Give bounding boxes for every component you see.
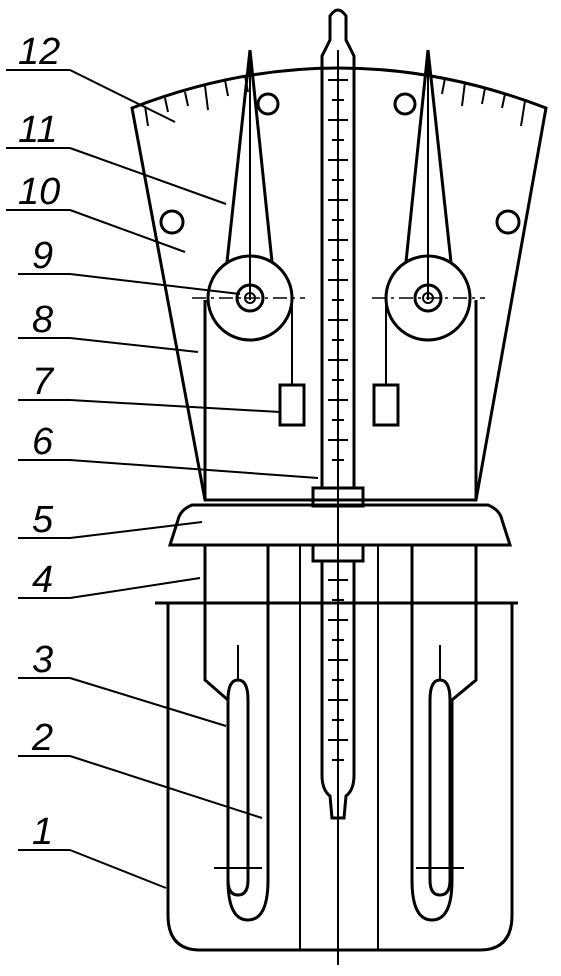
callout-label: 2 (31, 717, 53, 759)
callout-label: 5 (32, 499, 54, 541)
callout-10: 10 (6, 171, 186, 253)
callout-label: 10 (18, 171, 60, 213)
support-plate (203, 300, 478, 500)
mounting-hole-right (495, 209, 521, 235)
callout-label: 9 (32, 235, 53, 277)
callout-3: 3 (18, 639, 227, 727)
callout-label: 6 (32, 421, 54, 463)
beaker (155, 545, 518, 952)
scale-sector-plate (130, 66, 548, 502)
callout-label: 11 (18, 109, 57, 151)
thermometer (311, 8, 365, 965)
callout-label: 3 (32, 639, 53, 681)
thermometer-scale-upper (328, 79, 348, 461)
counterweight-left (278, 383, 306, 427)
callout-4: 4 (18, 559, 201, 601)
callout-6: 6 (18, 421, 319, 479)
callout-9: 9 (18, 235, 241, 295)
callout-7: 7 (18, 361, 281, 413)
callout-11: 11 (6, 109, 227, 205)
callout-label: 7 (32, 361, 55, 403)
specimen-left (214, 645, 262, 897)
sample-holder-left (203, 545, 270, 922)
callout-1: 1 (18, 811, 167, 889)
pulley-left (192, 254, 305, 385)
callout-label: 1 (32, 811, 53, 853)
pointer-left (225, 49, 274, 300)
callout-2: 2 (18, 717, 263, 819)
callout-label: 8 (32, 299, 53, 341)
specimen-right (416, 645, 464, 897)
sample-holder-right (410, 545, 478, 922)
callout-5: 5 (18, 499, 203, 541)
mounting-hole-left (159, 209, 185, 235)
scale-ticks (144, 75, 526, 127)
callout-8: 8 (18, 299, 199, 353)
callout-label: 12 (18, 31, 60, 73)
callout-label: 4 (32, 559, 53, 601)
counterweight-right (372, 383, 400, 427)
lid (167, 503, 513, 547)
pointer-right (404, 49, 453, 300)
pulley-right (372, 254, 485, 385)
mounting-hole-upper-left (256, 92, 280, 116)
thermometer-scale-lower (328, 579, 348, 761)
callout-12: 12 (6, 31, 176, 123)
mounting-hole-upper-right (393, 92, 417, 116)
